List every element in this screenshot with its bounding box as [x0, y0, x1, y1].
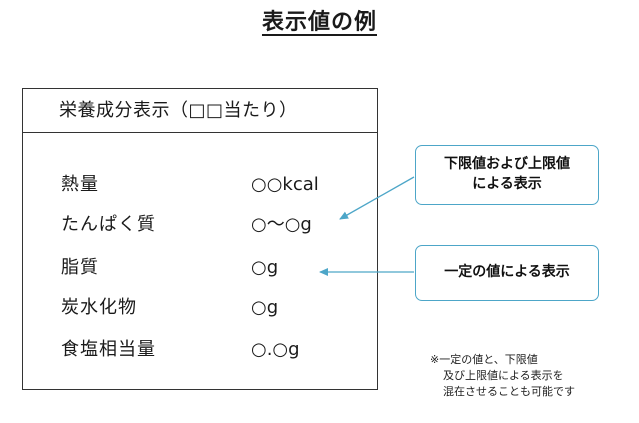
nutrient-value: ○g — [251, 297, 279, 318]
nutrient-row-carbohydrate: 炭水化物 ○g — [23, 293, 377, 323]
nutrition-label-box: 栄養成分表示（□□当たり） 熱量 ○○kcal たんぱく質 ○～○g 脂質 ○g… — [22, 88, 378, 390]
nutrition-label-header: 栄養成分表示（□□当たり） — [23, 89, 377, 133]
nutrient-value: ○.○g — [251, 339, 300, 360]
nutrient-row-protein: たんぱく質 ○～○g — [23, 210, 377, 240]
nutrient-value: ○○kcal — [251, 174, 319, 195]
callout-range-display: 下限値および上限値 による表示 — [415, 145, 599, 205]
footnote-line1: ※一定の値と、下限値 — [430, 353, 538, 366]
footnote-line3: 混在させることも可能です — [443, 385, 575, 398]
page-title: 表示値の例 — [0, 4, 639, 36]
nutrient-name: 熱量 — [61, 174, 99, 195]
nutrient-row-energy: 熱量 ○○kcal — [23, 170, 377, 200]
nutrient-row-salt: 食塩相当量 ○.○g — [23, 335, 377, 365]
nutrient-name: 炭水化物 — [61, 297, 137, 318]
nutrient-value: ○g — [251, 257, 279, 278]
callout-range-line2: による表示 — [472, 176, 542, 192]
nutrient-name: 脂質 — [61, 257, 99, 278]
nutrient-name: たんぱく質 — [61, 214, 156, 235]
callout-range-line1: 下限値および上限値 — [444, 156, 570, 172]
footnote: ※一定の値と、下限値 及び上限値による表示を 混在させることも可能です — [430, 352, 575, 400]
callout-fixed-text: 一定の値による表示 — [444, 264, 570, 280]
page-title-text: 表示値の例 — [261, 10, 377, 35]
nutrient-row-fat: 脂質 ○g — [23, 253, 377, 283]
nutrient-name: 食塩相当量 — [61, 339, 156, 360]
footnote-line2: 及び上限値による表示を — [443, 369, 564, 382]
callout-fixed-display: 一定の値による表示 — [415, 245, 599, 301]
nutrient-value: ○～○g — [251, 214, 312, 235]
